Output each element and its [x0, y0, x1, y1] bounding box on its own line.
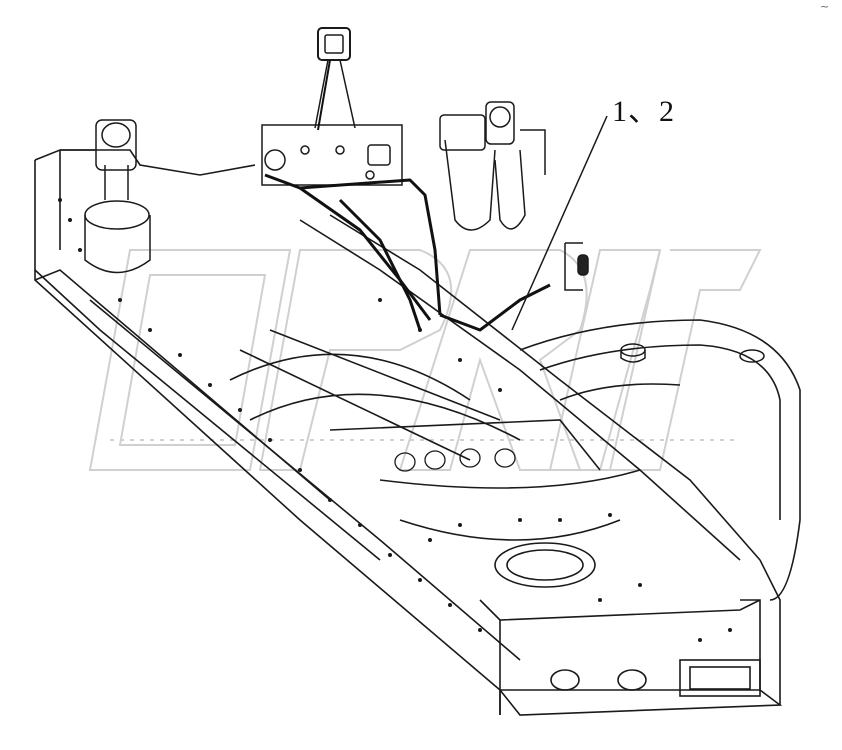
corner-mark: ~ [820, 0, 830, 13]
chassis-frame [34, 149, 801, 716]
sensor-connector [564, 242, 589, 291]
left-suspension-assembly [60, 119, 151, 274]
air-dryer-assembly [439, 101, 546, 231]
valve-bracket [261, 27, 403, 186]
wiring-harness [264, 59, 551, 332]
tank-cap [620, 343, 765, 363]
crossmember-holes [394, 448, 516, 472]
callout-label: 1、2 [612, 95, 675, 128]
callout-leader-line [511, 115, 608, 331]
watermark [88, 249, 762, 471]
rail-rivets [58, 198, 732, 642]
